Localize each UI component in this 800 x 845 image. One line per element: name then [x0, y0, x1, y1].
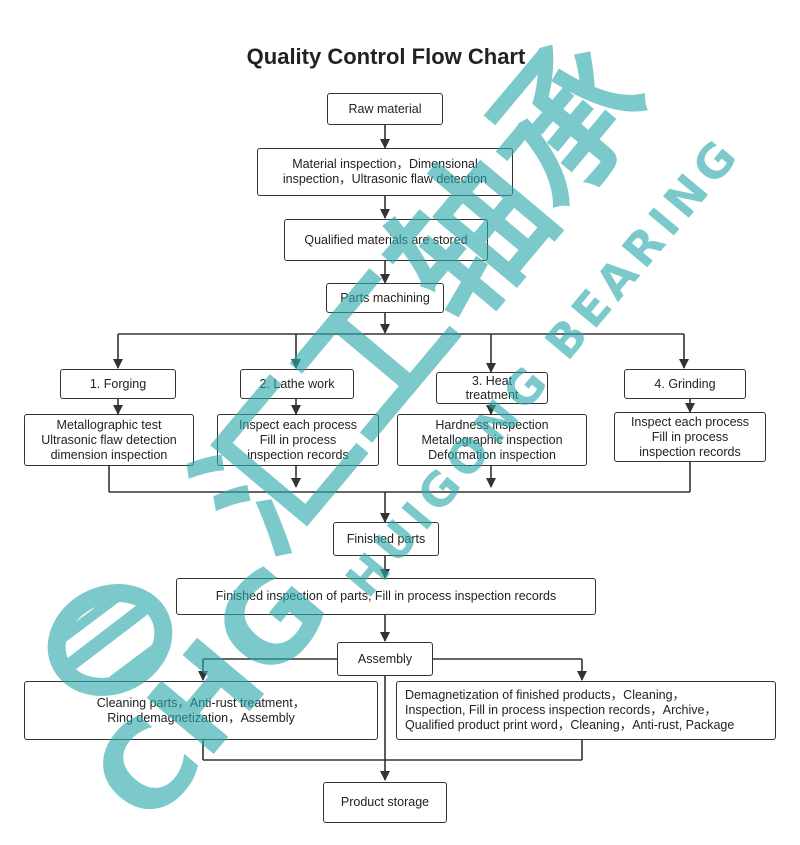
node-heat-treatment: 3. Heat treatment	[436, 372, 548, 404]
node-cleaning: Cleaning parts，Anti-rust treatment， Ring…	[24, 681, 378, 740]
node-material-inspection: Material inspection，Dimensional inspecti…	[257, 148, 513, 196]
node-assembly: Assembly	[337, 642, 433, 676]
node-grinding-checks: Inspect each process Fill in process ins…	[614, 412, 766, 462]
node-lathe-checks: Inspect each process Fill in process ins…	[217, 414, 379, 466]
node-grinding: 4. Grinding	[624, 369, 746, 399]
node-raw-material: Raw material	[327, 93, 443, 125]
node-qualified-stored: Qualified materials are stored	[284, 219, 488, 261]
node-parts-machining: Parts machining	[326, 283, 444, 313]
node-lathe-work: 2. Lathe work	[240, 369, 354, 399]
node-finished-inspection: Finished inspection of parts, Fill in pr…	[176, 578, 596, 615]
node-forging-checks: Metallographic test Ultrasonic flaw dete…	[24, 414, 194, 466]
node-heat-checks: Hardness inspection Metallographic inspe…	[397, 414, 587, 466]
node-product-storage: Product storage	[323, 782, 447, 823]
node-demagnetization: Demagnetization of finished products，Cle…	[396, 681, 776, 740]
node-finished-parts: Finished parts	[333, 522, 439, 556]
node-forging: 1. Forging	[60, 369, 176, 399]
chart-title: Quality Control Flow Chart	[246, 44, 526, 69]
